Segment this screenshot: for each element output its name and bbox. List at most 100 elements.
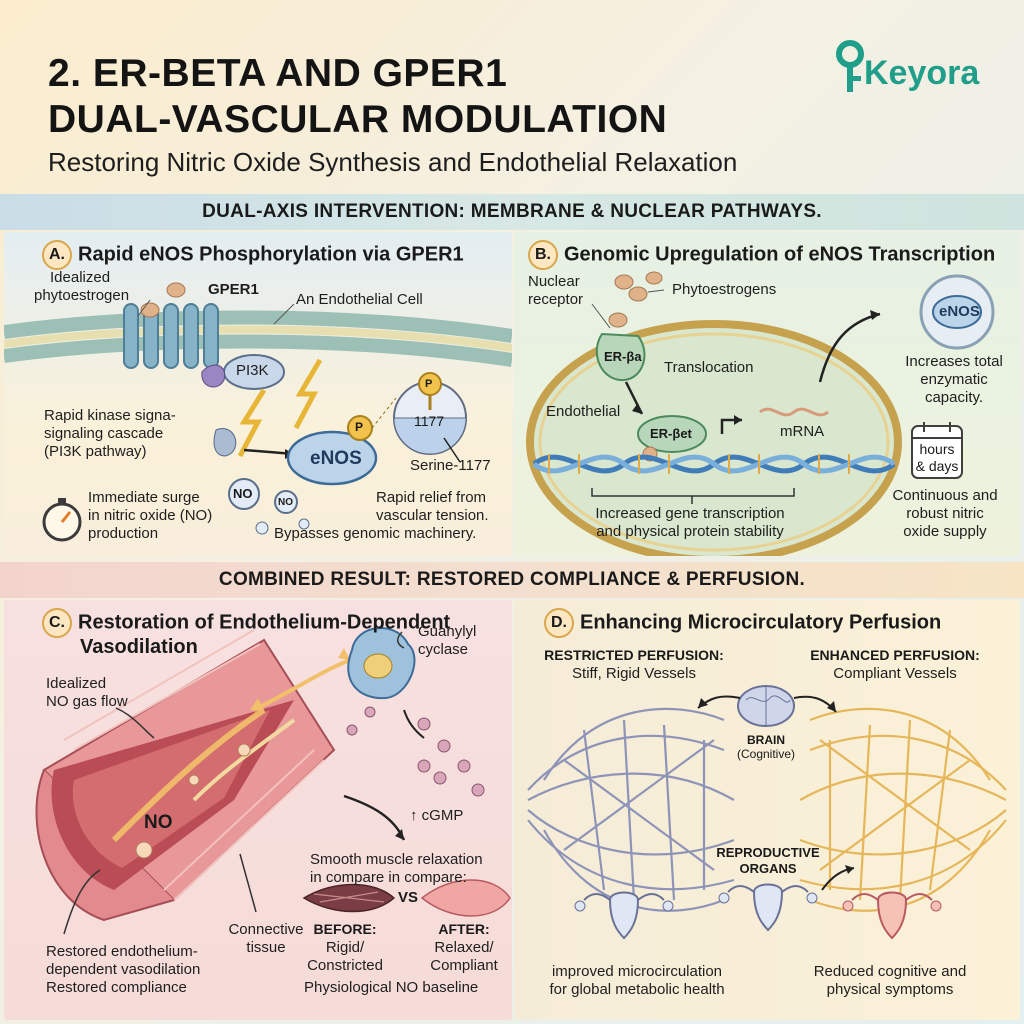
label-cascade-1: Rapid kinase signa- [44,407,176,424]
nucleus-shape [526,320,902,556]
label-brain-sub: (Cognitive) [736,747,796,761]
panel-b: B.Genomic Upregulation of eNOS Transcrip… [514,232,1020,556]
panel-d-badge: D. [544,608,574,638]
label-capacity-2: enzymatic [920,371,988,388]
panel-a-title: Rapid eNOS Phosphorylation via GPER1 [78,243,464,266]
title-line-1: 2. ER-BETA AND GPER1 [48,52,508,95]
panel-d-heading: D.Enhancing Microcirculatory Perfusion [544,608,941,638]
label-restored-1: Restored endothelium- [46,943,198,960]
label-repro-2: ORGANS [739,861,797,876]
label-before-2: Constricted [307,957,383,974]
label-days: & days [915,458,959,474]
label-enos-boost: eNOS [939,303,980,320]
label-no-1: NO [233,486,253,501]
label-p-zoom: P [425,378,433,390]
label-1177: 1177 [414,413,445,429]
label-serine: Serine-1177 [410,457,491,474]
label-smooth-1: Smooth muscle relaxation [310,851,483,868]
label-restored-3: Restored compliance [46,979,187,996]
brain-icon [737,685,795,727]
label-improved-1: improved microcirculation [551,963,723,980]
label-idealized-flow-1: Idealized [46,675,107,692]
label-continuous-1: Continuous and [892,487,998,504]
band-mid: COMBINED RESULT: RESTORED COMPLIANCE & P… [0,562,1024,598]
panel-a-heading: A. Rapid eNOS Phosphorylation via GPER1 [42,240,464,270]
label-no-2: NO [278,497,293,508]
label-translocation: Translocation [664,359,754,376]
panel-a-badge: A. [42,240,72,270]
label-gper1: GPER1 [208,281,259,298]
gper1-receptor-shape [123,303,219,369]
panel-b-illustration [526,271,995,556]
label-surge-3: production [88,525,159,542]
brand-logo: Keyora [828,36,998,96]
title-line-2: DUAL-VASCULAR MODULATION [48,98,668,141]
band-top: DUAL-AXIS INTERVENTION: MEMBRANE & NUCLE… [0,194,1024,230]
label-increased-1: Increased gene transcription [595,505,785,522]
label-mrna: mRNA [780,423,825,440]
panel-c-illustration [35,627,511,935]
label-enhanced: ENHANCED PERFUSION: [810,647,980,663]
key-icon [836,40,864,92]
panel-c-badge: C. [42,608,72,638]
panel-b-title: Genomic Upregulation of eNOS Transcripti… [564,243,996,266]
label-guanylyl-2: cyclase [418,641,469,658]
mrna-strand [759,407,829,417]
label-guanylyl-1: Guanylyl [418,623,477,640]
panel-c-title-1: Restoration of Endothelium-Dependent [78,611,451,634]
label-after-2: Compliant [430,957,498,974]
panel-b-heading: B.Genomic Upregulation of eNOS Transcrip… [528,240,995,270]
uterus-icon-left [574,891,674,940]
label-capacity-1: Increases total [905,353,1003,370]
label-hours: hours [919,441,955,457]
label-enos: eNOS [310,448,362,469]
label-before: BEFORE: [313,921,377,937]
label-before-1: Rigid/ [325,939,365,956]
signal-bolt-icon [237,388,267,458]
label-capacity-3: capacity. [924,389,984,406]
no-flow-arrow [111,707,266,843]
label-baseline: Physiological NO baseline [304,979,479,996]
panel-c: C. Restoration of Endothelium-Dependent V… [4,600,512,1020]
label-idealized-2: phytoestrogen [34,287,130,304]
panel-a: A. Rapid eNOS Phosphorylation via GPER1 I… [4,232,512,556]
label-increased-2: and physical protein stability [596,523,784,540]
label-restored-2: dependent vasodilation [46,961,201,978]
label-continuous-2: robust nitric [906,505,984,522]
er-beta-receptor-shape [595,332,646,382]
enos-shape [286,430,378,486]
label-cascade-3: (PI3K pathway) [44,443,147,460]
panel-d: D.Enhancing Microcirculatory Perfusion R… [514,600,1020,1020]
label-nuclear-1: Nuclear [528,273,580,290]
label-relief-3: Bypasses genomic machinery. [274,525,477,542]
label-repro-1: REPRODUCTIVE [716,845,820,860]
label-connective-1: Connective [228,921,304,938]
label-phytoestrogens: Phytoestrogens [672,281,777,298]
label-cascade-2: signaling cascade [44,425,164,442]
label-brain: BRAIN [747,733,785,747]
label-idealized-1: Idealized [50,269,111,286]
label-restricted: RESTRICTED PERFUSION: [544,647,724,663]
panel-c-heading: C. Restoration of Endothelium-Dependent [42,608,450,638]
logo-text: Keyora [864,54,980,92]
label-improved-2: for global metabolic health [549,981,725,998]
uterus-icon-right [842,891,942,940]
label-relief-1: Rapid relief from [376,489,487,506]
label-vs: VS [398,889,419,906]
label-surge-1: Immediate surge [88,489,200,506]
uterus-icon-center [718,883,818,932]
label-endothelial: Endothelial [546,403,621,420]
label-endothelial-cell: An Endothelial Cell [296,291,423,308]
subtitle: Restoring Nitric Oxide Synthesis and End… [48,147,738,177]
restricted-vessel-network [527,707,735,912]
panel-d-illustration [527,685,1007,940]
label-relief-2: vascular tension. [376,507,489,524]
enhanced-vessel-network [799,707,1007,912]
label-idealized-flow-2: NO gas flow [46,693,128,710]
label-reduced-2: physical symptoms [826,981,954,998]
label-p: P [355,420,364,434]
label-enhanced-sub: Compliant Vessels [833,665,957,682]
panel-c-title-2: Vasodilation [80,636,198,658]
label-connective-2: tissue [246,939,286,956]
